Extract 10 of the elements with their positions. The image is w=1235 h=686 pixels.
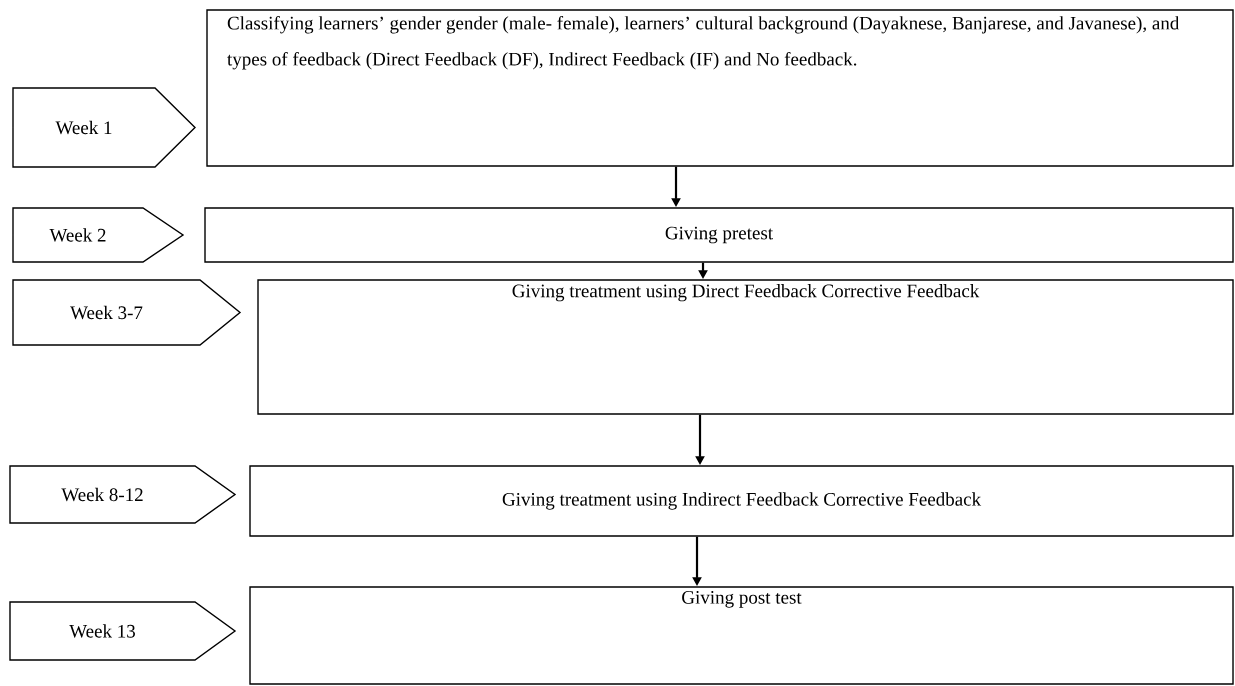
week-arrow-box: Week 13 <box>9 601 237 661</box>
week-arrow-box: Week 1 <box>12 87 196 168</box>
week-arrow-box: Week 3-7 <box>12 279 242 346</box>
process-box: Giving treatment using Direct Feedback Corrective Feedback <box>257 279 1234 415</box>
process-box: Giving post test <box>249 586 1234 685</box>
week-arrow-box: Week 8-12 <box>9 465 237 524</box>
process-box: Giving treatment using Indirect Feedback Corrective Feedback <box>249 465 1234 537</box>
process-box: Giving pretest <box>204 207 1234 263</box>
week-arrow-box: Week 2 <box>12 207 185 263</box>
process-box: Classifying learners’ gender gender (male- female), learners’ cultural background (Dayaknese, Banjarese, and Javanese), and types of feedback (Direct Feedback (DF), Indirect Feedback (IF) and No feedback. <box>206 9 1234 167</box>
